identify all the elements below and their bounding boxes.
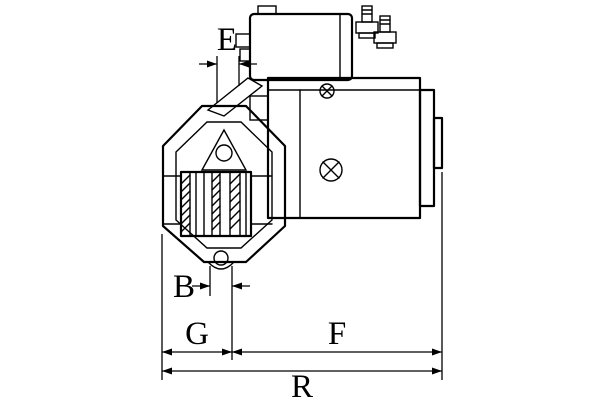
- dimension-b: B: [173, 266, 250, 360]
- arrowhead-icon: [162, 348, 172, 356]
- arrowhead-icon: [207, 60, 217, 68]
- arrowhead-icon: [432, 348, 442, 356]
- part-pinion-gear: [179, 170, 253, 238]
- mounting-hole: [215, 144, 233, 162]
- arrowhead-icon: [222, 348, 232, 356]
- arrowhead-icon: [232, 282, 242, 290]
- dimension-e: E: [199, 22, 257, 103]
- part-terminal-studs: [355, 5, 397, 49]
- part-motor-body: [206, 76, 444, 220]
- hatch-pattern: [180, 173, 241, 233]
- arrowhead-icon: [239, 60, 249, 68]
- dimension-f: F: [232, 172, 443, 380]
- dimension-label-g: G: [185, 316, 209, 352]
- dimension-label-f: F: [328, 316, 346, 352]
- through-bolt-icon: [319, 83, 335, 99]
- arrowhead-icon: [432, 367, 442, 375]
- through-bolt-icon: [319, 158, 343, 182]
- dimension-label-r: R: [291, 369, 313, 400]
- arrowhead-icon: [162, 367, 172, 375]
- arrowhead-icon: [200, 282, 210, 290]
- arrowhead-icon: [232, 348, 242, 356]
- dimension-label-e: E: [217, 22, 237, 58]
- dimension-g: G: [161, 234, 232, 380]
- mounting-hole: [213, 250, 229, 266]
- part-solenoid: [235, 5, 354, 82]
- dimension-label-b: B: [173, 269, 195, 305]
- part-drive-end-housing: [161, 104, 287, 270]
- dimension-r: R: [162, 367, 442, 400]
